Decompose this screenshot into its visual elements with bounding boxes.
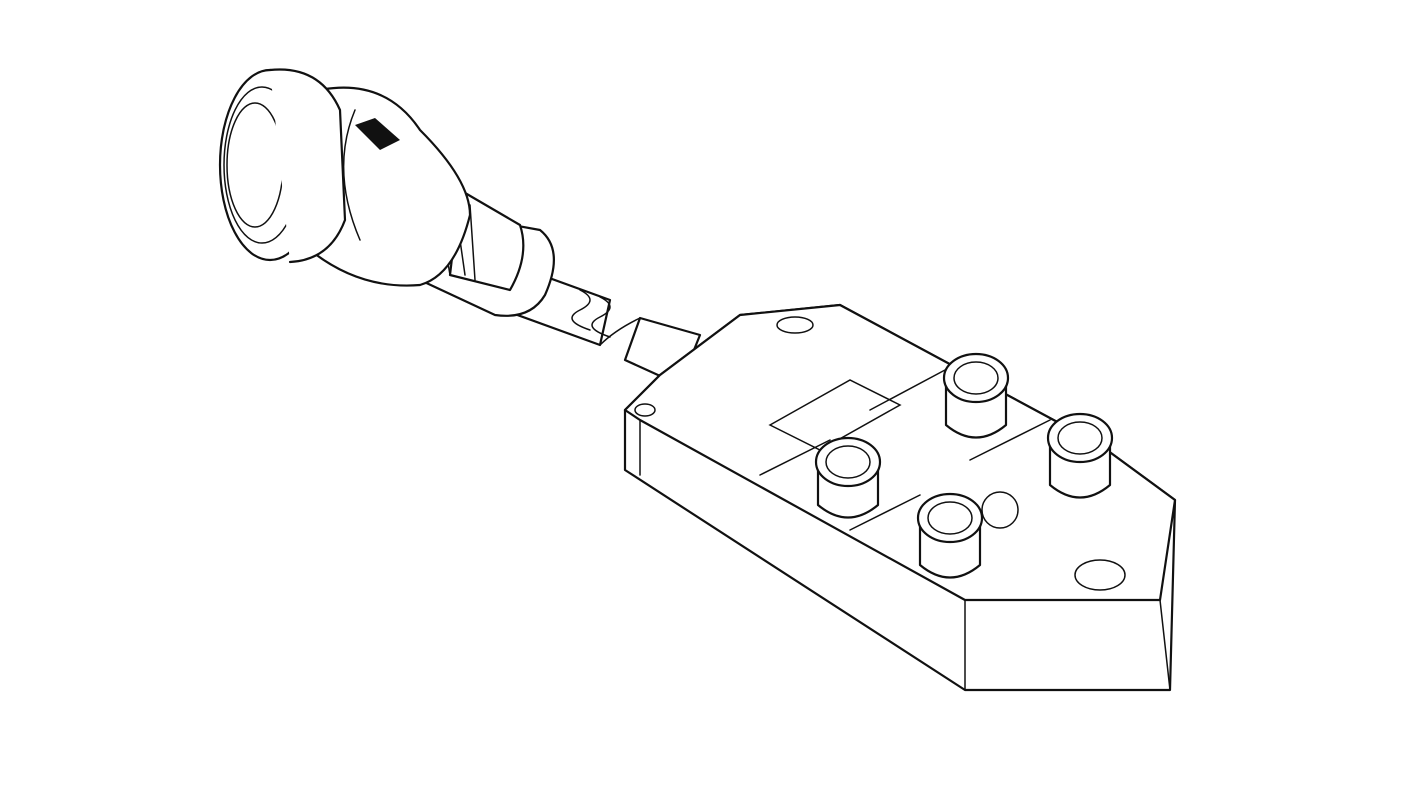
port-2 xyxy=(942,352,1010,439)
ports xyxy=(814,352,1114,579)
port-3 xyxy=(1046,412,1114,499)
port-1 xyxy=(814,436,882,519)
port-4 xyxy=(916,492,984,579)
junction-box xyxy=(623,303,1177,692)
logo-icon xyxy=(355,118,400,150)
m23-connector xyxy=(218,68,555,317)
